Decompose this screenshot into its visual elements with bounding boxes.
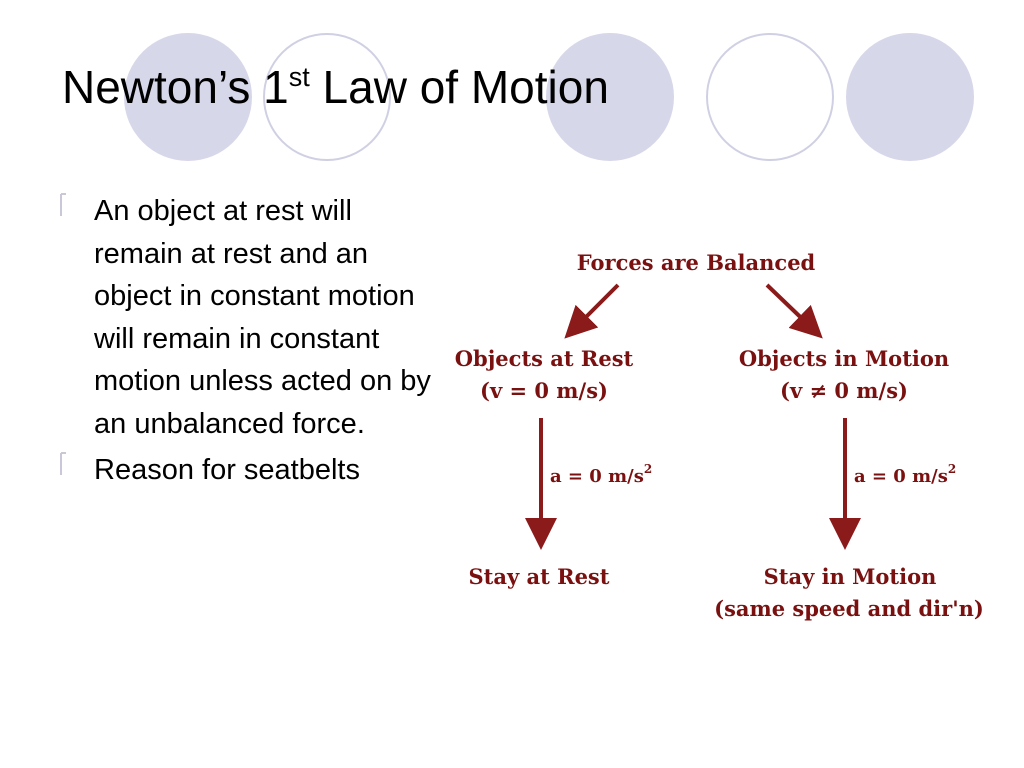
rest-result: Stay at Rest <box>469 564 610 589</box>
forces-diagram: Forces are Balanced Objects at Rest (v =… <box>455 250 984 621</box>
bullet-text: Reason for seatbelts <box>94 454 360 486</box>
bullet-text: An object at rest will remain at rest an… <box>94 195 431 440</box>
rest-velocity: (v = 0 m/s) <box>480 378 608 403</box>
title-main: Newton’s 1 <box>62 61 289 113</box>
motion-acceleration: a = 0 m/s2 <box>854 462 956 487</box>
motion-acceleration-text: a = 0 m/s <box>854 466 948 487</box>
title-rest: Law of Motion <box>309 61 609 113</box>
motion-acceleration-exponent: 2 <box>948 462 956 476</box>
bullet-item: Reason for seatbelts <box>58 449 433 492</box>
bullet-list: An object at rest will remain at rest an… <box>58 190 433 496</box>
diagram-top-label: Forces are Balanced <box>577 250 816 275</box>
motion-heading: Objects in Motion <box>739 346 949 371</box>
decor-circle-filled <box>124 33 252 161</box>
bullet-marker-icon <box>60 193 66 216</box>
slide-title: Newton’s 1st Law of Motion <box>62 62 609 113</box>
motion-result-note: (same speed and dir'n) <box>714 596 984 621</box>
bullet-item: An object at rest will remain at rest an… <box>58 190 433 445</box>
rest-heading: Objects at Rest <box>455 346 634 371</box>
title-superscript: st <box>288 62 310 92</box>
rest-acceleration-exponent: 2 <box>644 462 652 476</box>
arrow-to-motion <box>765 283 823 339</box>
arrow-to-rest <box>564 283 620 339</box>
decor-circle-filled <box>846 33 974 161</box>
bullet-marker-icon <box>60 452 66 475</box>
decor-circle-outline <box>706 33 834 161</box>
motion-result: Stay in Motion <box>764 564 937 589</box>
rest-acceleration: a = 0 m/s2 <box>550 462 652 487</box>
rest-acceleration-text: a = 0 m/s <box>550 466 644 487</box>
decor-circle-filled <box>546 33 674 161</box>
motion-velocity: (v ≠ 0 m/s) <box>780 378 908 403</box>
decor-circle-outline <box>263 33 391 161</box>
